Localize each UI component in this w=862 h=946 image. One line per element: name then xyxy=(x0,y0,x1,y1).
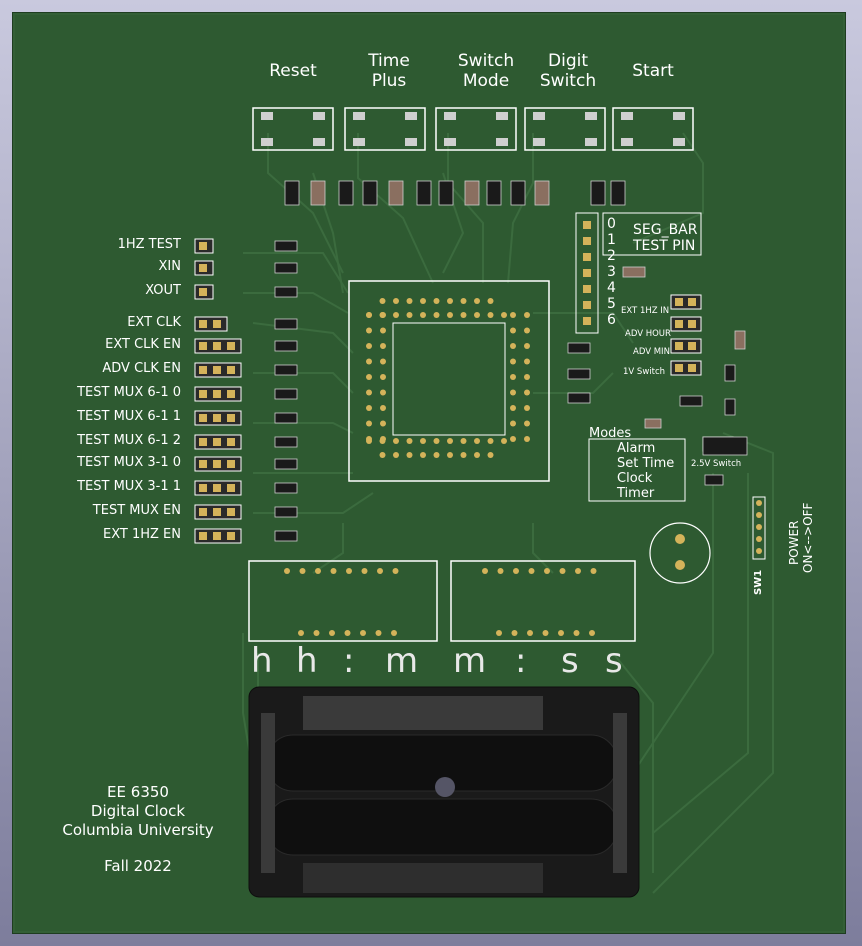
left-label-1: XIN xyxy=(158,259,181,274)
mode-set-time: Set Time xyxy=(617,456,675,471)
seg-pin-label-0: 0 xyxy=(607,216,616,232)
jumper-10 xyxy=(194,480,298,496)
jumper-3 xyxy=(194,316,298,332)
time-format-char-2: : xyxy=(343,641,355,681)
left-label-9: TEST MUX 3-1 0 xyxy=(77,455,181,470)
adv-min-label: ADV MIN xyxy=(633,347,670,357)
sw1-label: SW1 xyxy=(753,569,764,595)
left-label-0: 1HZ TEST xyxy=(117,237,181,252)
time-format-char-7: s xyxy=(605,641,623,681)
2-5v-switch-label: 2.5V Switch xyxy=(691,459,742,469)
left-label-8: TEST MUX 6-1 2 xyxy=(77,433,181,448)
left-label-12: EXT 1HZ EN xyxy=(103,527,181,542)
seg-pin-label-4: 4 xyxy=(607,280,616,296)
left-label-5: ADV CLK EN xyxy=(102,361,181,376)
buzzer xyxy=(649,522,711,584)
resistor-row xyxy=(284,180,626,206)
left-label-2: XOUT xyxy=(145,283,181,298)
power-title: POWER xyxy=(787,520,801,565)
footer-university: Columbia University xyxy=(62,821,214,839)
start-label: Start xyxy=(632,61,674,81)
jumper-5 xyxy=(194,362,298,378)
switch-mode-label: Switch Mode xyxy=(457,51,515,91)
left-label-11: TEST MUX EN xyxy=(92,503,181,518)
seg-pin-label-5: 5 xyxy=(607,296,616,312)
push-buttons xyxy=(252,107,694,151)
footer-project: Digital Clock xyxy=(90,802,186,820)
time-format-char-0: h xyxy=(251,641,273,681)
footer-course: EE 6350 xyxy=(107,783,169,801)
jumper-8 xyxy=(194,434,298,450)
jumper-0 xyxy=(194,238,298,254)
left-label-6: TEST MUX 6-1 0 xyxy=(77,385,181,400)
time-plus-label: Time Plus xyxy=(368,51,410,91)
seg-pin-label-2: 2 xyxy=(607,248,616,264)
power-subtitle: ON<-->OFF xyxy=(801,502,815,573)
main-ic-socket xyxy=(348,280,550,482)
footer-term: Fall 2022 xyxy=(104,857,172,875)
time-format-char-4: m xyxy=(453,641,487,681)
reset-label: Reset xyxy=(269,61,317,81)
time-format-char-5: : xyxy=(515,641,527,681)
seg-bar-title: SEG_BAR xyxy=(633,222,698,238)
left-label-10: TEST MUX 3-1 1 xyxy=(77,479,181,494)
time-format-char-1: h xyxy=(296,641,318,681)
seg-pin-label-6: 6 xyxy=(607,312,616,328)
left-label-3: EXT CLK xyxy=(127,315,181,330)
mode-timer: Timer xyxy=(617,486,655,501)
pcb-artwork xyxy=(194,107,774,898)
modes-title: Modes xyxy=(589,426,632,441)
small-parts-right xyxy=(567,266,748,486)
jumper-7 xyxy=(194,410,298,426)
jumper-12 xyxy=(194,528,298,544)
seven-seg-displays xyxy=(248,560,636,642)
seg-pin-label-3: 3 xyxy=(607,264,616,280)
mode-clock: Clock xyxy=(617,471,653,486)
jumper-11 xyxy=(194,504,298,520)
power-switch xyxy=(752,496,766,560)
digit-switch-label: Digit Switch xyxy=(539,51,597,91)
seg-bar-header xyxy=(575,212,702,334)
pcb-board: Reset Time Plus Switch Mode Digit Switch… xyxy=(12,12,846,934)
1v-switch-label: 1V Switch xyxy=(623,367,666,377)
seg-bar-subtitle: TEST PIN xyxy=(633,238,696,254)
left-label-4: EXT CLK EN xyxy=(105,337,181,352)
adv-hour-label: ADV HOUR xyxy=(625,329,671,339)
jumper-6 xyxy=(194,386,298,402)
jumper-4 xyxy=(194,338,298,354)
left-label-7: TEST MUX 6-1 1 xyxy=(77,409,181,424)
jumper-2 xyxy=(194,284,298,300)
jumper-1 xyxy=(194,260,298,276)
left-headers xyxy=(194,238,298,544)
mode-alarm: Alarm xyxy=(617,441,656,456)
seg-pin-label-1: 1 xyxy=(607,232,616,248)
ext-1hz-in-label: EXT 1HZ IN xyxy=(621,306,670,316)
battery-holder xyxy=(248,686,640,898)
jumper-9 xyxy=(194,456,298,472)
time-format-char-6: s xyxy=(561,641,579,681)
right-headers xyxy=(670,294,734,452)
time-format-char-3: m xyxy=(385,641,419,681)
